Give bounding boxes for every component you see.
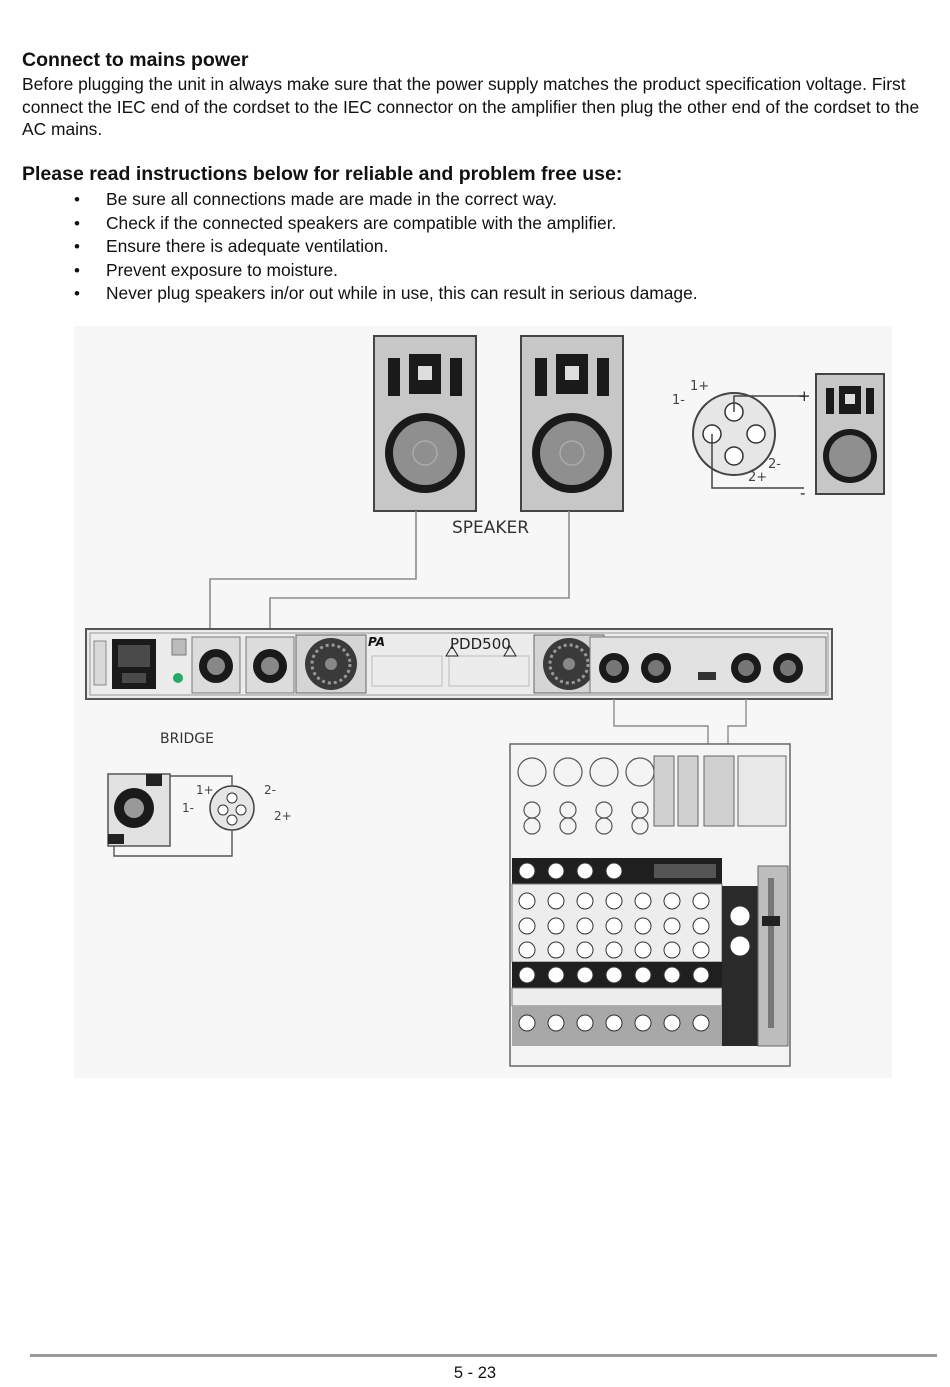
list-item: Ensure there is adequate ventilation. — [0, 235, 698, 259]
bridge-pin-2-minus: 2- — [264, 783, 276, 797]
speaker-small — [815, 373, 885, 495]
page-number: 5 - 23 — [453, 1364, 497, 1382]
list-item: Be sure all connections made are made in… — [0, 188, 698, 212]
pin-label-2-plus: 2+ — [748, 470, 767, 485]
brand-logo: PA — [368, 635, 385, 649]
amplifier-rear-panel: PA PDD500 — [85, 628, 833, 700]
speaker-cables — [209, 511, 570, 638]
terminal-plus-label: + — [798, 387, 811, 405]
pin-label-1-minus: 1- — [672, 393, 685, 408]
connection-diagram: SPEAKER 1- 1+ 2- 2+ + - — [74, 326, 892, 1078]
speaker-left — [373, 335, 477, 512]
speakon-pinout-detail: 1- 1+ 2- 2+ + - — [672, 379, 811, 502]
instructions-list: Be sure all connections made are made in… — [0, 188, 698, 306]
pin-label-1-plus: 1+ — [690, 379, 709, 394]
terminal-minus-label: - — [800, 484, 805, 502]
bridge-pin-1-plus: 1+ — [196, 783, 214, 797]
pin-label-2-minus: 2- — [768, 457, 781, 472]
footer-divider — [30, 1354, 937, 1357]
section-title-instructions: Please read instructions below for relia… — [22, 163, 623, 185]
mixer-console — [509, 743, 791, 1067]
model-label: PDD500 — [450, 635, 511, 653]
bridge-wiring-detail: 1+ 1- 2- 2+ — [107, 773, 292, 857]
list-item: Prevent exposure to moisture. — [0, 259, 698, 283]
list-item: Never plug speakers in/or out while in u… — [0, 282, 698, 306]
speaker-label: SPEAKER — [452, 518, 529, 538]
section-body-mains-power: Before plugging the unit in always make … — [22, 74, 920, 139]
list-item: Check if the connected speakers are comp… — [0, 212, 698, 236]
bridge-pin-2-plus: 2+ — [274, 809, 292, 823]
bridge-pin-1-minus: 1- — [182, 801, 194, 815]
speaker-right — [520, 335, 624, 512]
bridge-label: BRIDGE — [160, 731, 214, 747]
section-title-mains-power: Connect to mains power — [22, 49, 249, 71]
